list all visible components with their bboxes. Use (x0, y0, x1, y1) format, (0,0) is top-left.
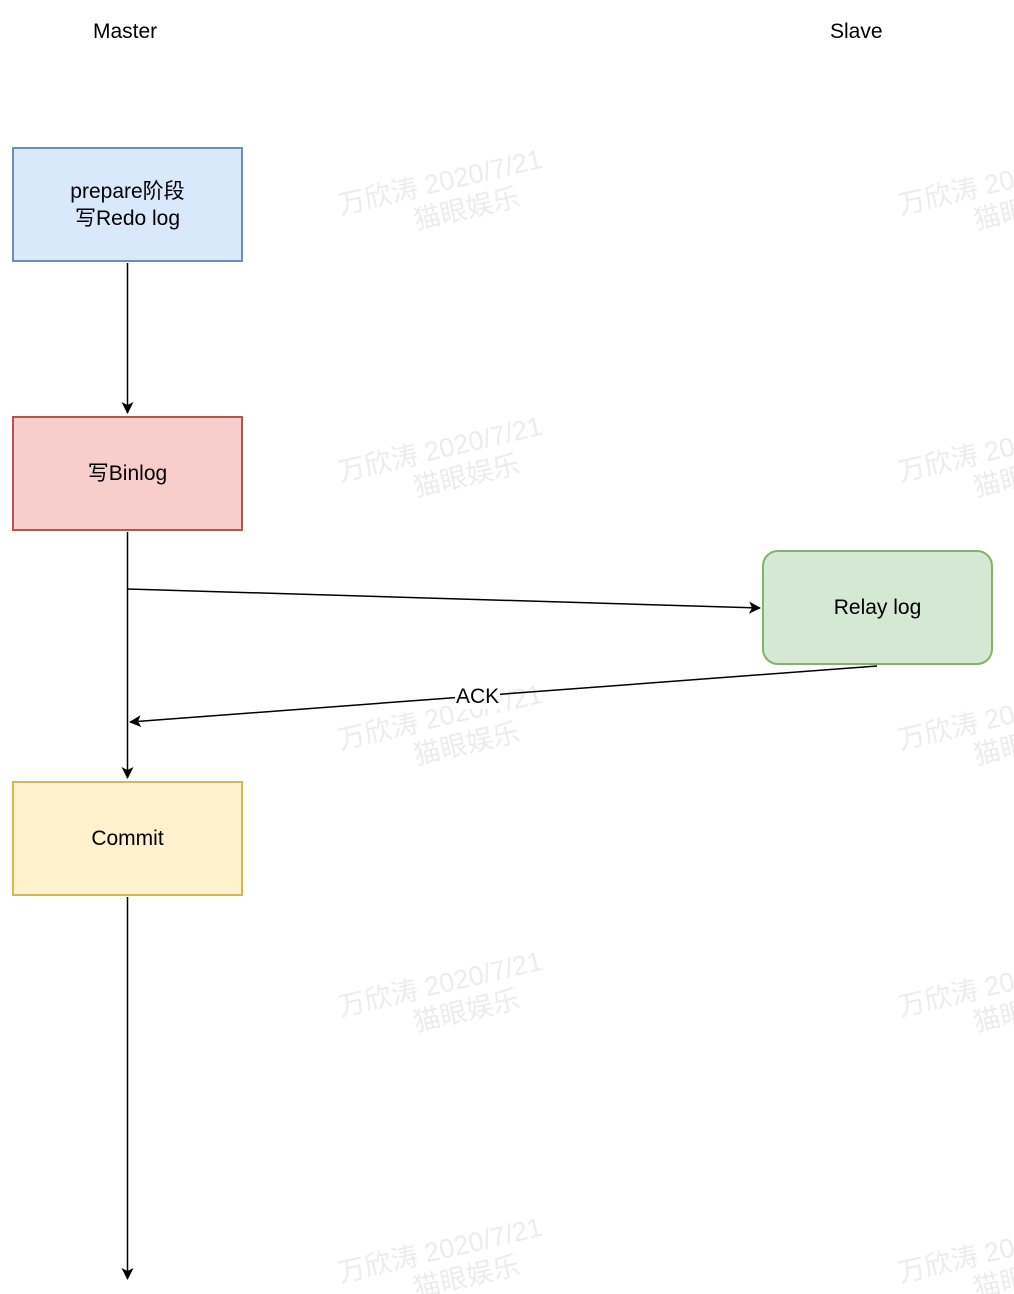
watermark: 万欣涛 2020/7/21 猫眼娱乐 (335, 410, 553, 519)
watermark-line-2: 猫眼娱乐 (970, 717, 1014, 771)
watermark-line-2: 猫眼娱乐 (410, 984, 523, 1038)
watermark-line-2: 猫眼娱乐 (970, 984, 1014, 1038)
edge-label-ack: ACK (455, 685, 501, 709)
edge-relay-ack-to-master (129, 665, 878, 728)
watermark-line-1: 万欣涛 2020/7/21 (335, 1212, 546, 1289)
node-relay-log: Relay log (762, 550, 993, 665)
node-prepare-redo-log: prepare阶段 写Redo log (12, 147, 243, 262)
lane-title-slave: Slave (830, 20, 883, 43)
watermark-line-1: 万欣涛 2020/7/21 (895, 946, 1014, 1023)
watermark-line-1: 万欣涛 2020/7/21 (335, 411, 546, 488)
watermark: 万欣涛 2020/7/21 猫眼娱乐 (335, 143, 553, 252)
watermark: 万欣涛 2020/7/21 猫眼娱乐 (895, 678, 1014, 787)
watermark-line-1: 万欣涛 2020/7/21 (335, 144, 546, 221)
node-binlog-label: 写Binlog (87, 462, 168, 485)
watermark: 万欣涛 2020/7/21 猫眼娱乐 (335, 945, 553, 1054)
watermark: 万欣涛 2020/7/21 猫眼娱乐 (895, 410, 1014, 519)
lane-title-master: Master (93, 20, 158, 43)
watermark-line-2: 猫眼娱乐 (970, 1250, 1014, 1294)
node-relay-label: Relay log (833, 596, 922, 619)
node-write-binlog: 写Binlog (12, 416, 243, 531)
node-prepare-line-1: prepare阶段 (70, 179, 185, 203)
watermark: 万欣涛 2020/7/21 猫眼娱乐 (895, 945, 1014, 1054)
watermark-line-2: 猫眼娱乐 (410, 1250, 523, 1294)
edge-binlog-to-relay (127, 588, 761, 614)
watermark-line-1: 万欣涛 2020/7/21 (895, 679, 1014, 756)
watermark: 万欣涛 2020/7/21 猫眼娱乐 (895, 1211, 1014, 1294)
watermark-line-2: 猫眼娱乐 (410, 449, 523, 503)
watermark-line-2: 猫眼娱乐 (970, 182, 1014, 236)
watermark-line-1: 万欣涛 2020/7/21 (335, 679, 546, 756)
node-prepare-line-2: 写Redo log (74, 206, 181, 230)
watermark: 万欣涛 2020/7/21 猫眼娱乐 (895, 143, 1014, 252)
node-commit-label: Commit (91, 827, 164, 850)
watermark-line-2: 猫眼娱乐 (410, 717, 523, 771)
watermark: 万欣涛 2020/7/21 猫眼娱乐 (335, 1211, 553, 1294)
watermark: 万欣涛 2020/7/21 猫眼娱乐 (335, 678, 553, 787)
watermark-line-2: 猫眼娱乐 (970, 449, 1014, 503)
node-commit: Commit (12, 781, 243, 896)
watermark-line-2: 猫眼娱乐 (410, 182, 523, 236)
watermark-line-1: 万欣涛 2020/7/21 (895, 1212, 1014, 1289)
watermark-line-1: 万欣涛 2020/7/21 (895, 144, 1014, 221)
watermark-line-1: 万欣涛 2020/7/21 (335, 946, 546, 1023)
watermark-line-1: 万欣涛 2020/7/21 (895, 411, 1014, 488)
